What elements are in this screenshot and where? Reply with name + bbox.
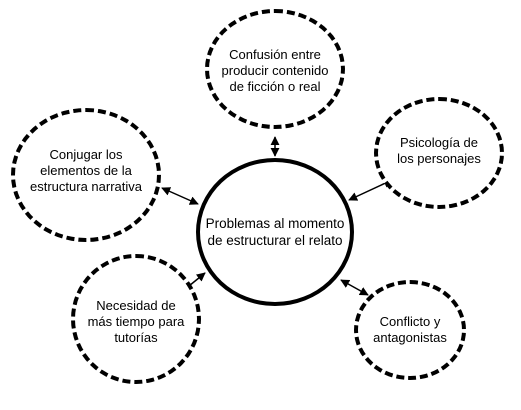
central-node: Problemas al momento de estructurar el r… [196,158,354,306]
central-node-label: Problemas al momento de estructurar el r… [205,216,345,248]
arrow-center-to-conflicto [340,279,369,296]
node-confusion: Confusión entre producir contenido de fi… [205,9,345,129]
node-conjugar-label: Conjugar los elementos de la estructura … [30,147,142,194]
node-conjugar: Conjugar los elementos de la estructura … [11,108,161,242]
node-psicologia: Psicología de los personajes [374,97,504,209]
arrow-center-to-conjugar [161,187,199,205]
node-conflicto-label: Conflicto y antagonistas [373,314,447,345]
node-necesidad: Necesidad de más tiempo para tutorías [71,254,201,384]
node-necesidad-label: Necesidad de más tiempo para tutorías [87,298,185,345]
node-conflicto: Conflicto y antagonistas [354,280,466,380]
node-confusion-label: Confusión entre producir contenido de fi… [221,47,329,94]
node-psicologia-label: Psicología de los personajes [397,135,481,166]
